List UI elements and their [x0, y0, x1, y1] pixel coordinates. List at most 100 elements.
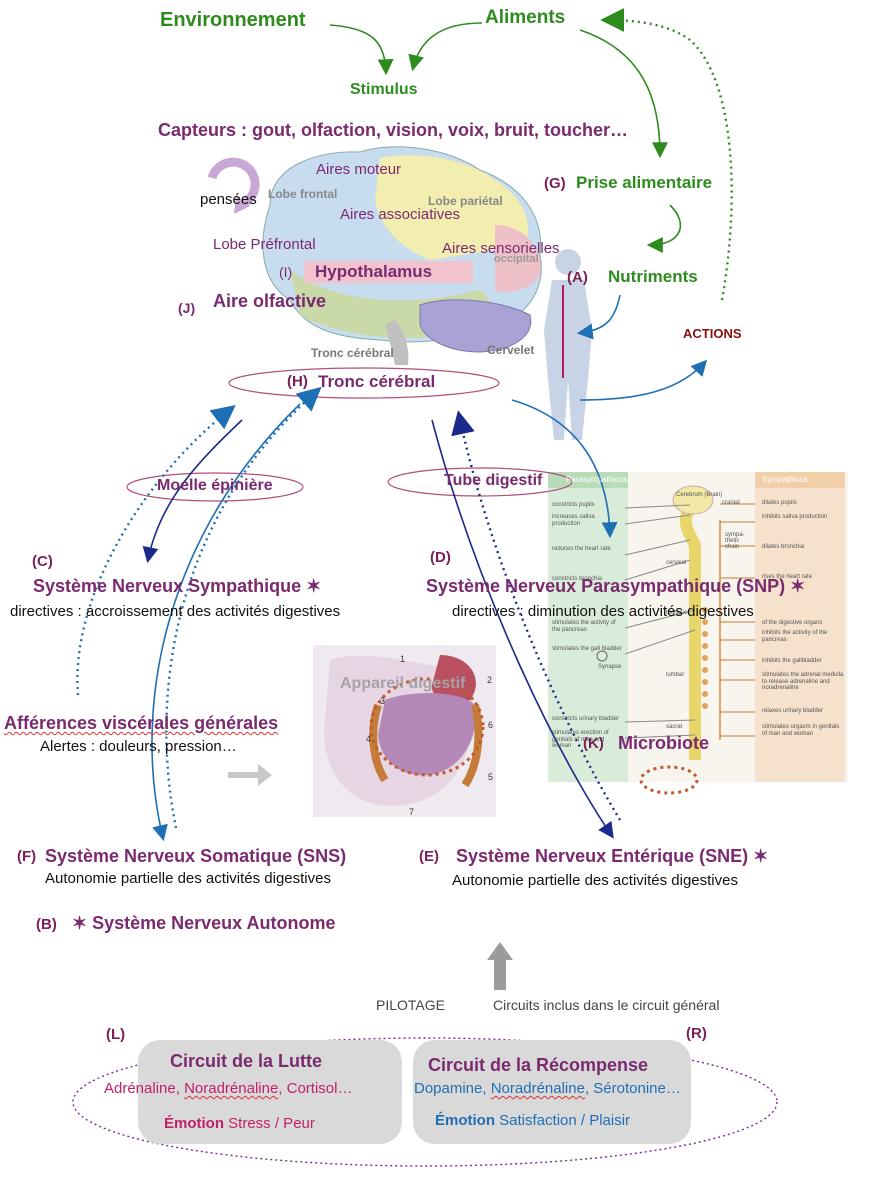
nervous-system-chart	[548, 472, 848, 782]
microbiote-label: Microbiote	[618, 733, 710, 753]
pilotage-label: PILOTAGE	[376, 997, 445, 1013]
lutte-hormones: Adrénaline, Noradrénaline, Cortisol…	[104, 1081, 352, 1096]
cervical-label: cervical	[666, 560, 687, 566]
somatique-letter: (F)	[17, 848, 37, 865]
arrow-afferences-tronc	[76, 405, 236, 696]
chart-right-item: relaxes urinary bladder	[762, 708, 824, 714]
recompense-emotion-label: Émotion	[435, 1112, 495, 1129]
brain-illustration	[207, 146, 542, 365]
aires-sensorielles-label: Aires sensorielles	[442, 240, 560, 257]
occipital-label: occipital	[494, 253, 539, 265]
circuit-lutte-box	[138, 1040, 402, 1144]
afferences-title-text: Afférences viscérales générales	[4, 713, 279, 733]
afferences-title: Afférences viscérales générales	[4, 714, 278, 732]
chart-right-item: rises the heart rate	[762, 574, 813, 580]
lutte-title: Circuit de la Lutte	[170, 1051, 323, 1071]
recompense-hormone-2: Noradrénaline	[490, 1080, 585, 1097]
chart-left-item: stimulates the activity of the pancreas	[552, 620, 616, 633]
lobe-parietal-label: Lobe pariétal	[428, 194, 503, 208]
lobe-prefrontal-label: Lobe Préfrontal	[213, 236, 316, 253]
appareil-num-6: 6	[488, 720, 494, 730]
tronc-cerebral-brain-label: Tronc cérébral	[311, 346, 394, 360]
appareil-digestif-label: Appareil digestif	[340, 675, 466, 692]
appareil-num-7: 7	[409, 807, 415, 817]
arrow-nutriments-body	[576, 294, 621, 340]
appareil-num-5: 5	[488, 772, 494, 782]
lutte-letter: (L)	[106, 1026, 126, 1043]
tronc-letter: (H)	[287, 373, 308, 390]
chart-right-item: inhibits saliva production	[762, 514, 828, 520]
autonome-letter: (B)	[36, 916, 57, 933]
lutte-emotion-desc: Stress / Peur	[228, 1115, 315, 1132]
arrow-prise-nutriments	[646, 204, 682, 253]
pilotage-desc: Circuits inclus dans le circuit général	[493, 997, 720, 1013]
tube-digestif-label: Tube digestif	[444, 472, 543, 489]
chart-right-item: inhibits the gallbladder	[762, 658, 822, 664]
arrow-env-stimulus	[329, 24, 394, 76]
sympathetic-chain-label: sympa- thetic chain	[725, 532, 745, 550]
sympathique-letter: (C)	[32, 553, 53, 570]
arrow-tronc-sympathique	[142, 419, 243, 564]
enterique-title: Système Nerveux Entérique (SNE) ✶	[456, 846, 769, 866]
lutte-hormone-2: Noradrénaline	[184, 1080, 279, 1097]
grey-arrow-right	[228, 764, 272, 786]
somatique-desc: Autonomie partielle des activités digest…	[45, 870, 331, 887]
chart-right-item: dilates bronchia	[762, 544, 805, 550]
hypothalamus-label: Hypothalamus	[315, 262, 433, 281]
chart-left-item: constricts pupils	[552, 502, 595, 508]
microbiote-circle	[639, 765, 699, 795]
tronc-cerebral-label: Tronc cérébral	[318, 372, 436, 391]
arrow-tronc-somatique	[151, 403, 301, 842]
somatique-title: Système Nerveux Somatique (SNS)	[45, 846, 347, 866]
sympathique-desc: directives : accroissement des activités…	[10, 603, 341, 620]
cerebrum-label: Cerebrum (Brain)	[676, 492, 723, 498]
parasympathicus-header: Parasympathicus	[566, 475, 628, 484]
lutte-emotion: Émotion Stress / Peur	[164, 1116, 315, 1131]
thoracic-label: thoracic	[666, 610, 688, 616]
digestive-system-image	[313, 645, 496, 817]
chart-right-item: stimulates the adrenal medulla to releas…	[762, 672, 844, 692]
capteurs-label: Capteurs : gout, olfaction, vision, voix…	[158, 120, 629, 140]
recompense-hormone-3: , Sérotonine…	[584, 1080, 681, 1097]
prise-letter: (G)	[544, 175, 566, 192]
stimulus-label: Stimulus	[350, 81, 418, 98]
arrow-actions-aliments	[600, 8, 733, 301]
lutte-emotion-label: Émotion	[164, 1115, 224, 1132]
lutte-hormone-1: Adrénaline,	[104, 1080, 185, 1097]
appareil-num-1: 1	[400, 654, 406, 664]
hypothalamus-letter: (I)	[279, 264, 293, 280]
prise-alimentaire-label: Prise alimentaire	[576, 173, 713, 192]
arrow-aliments-stimulus	[408, 22, 483, 72]
cervelet-label: Cervelet	[487, 343, 535, 357]
cycle-icon	[207, 157, 260, 214]
arrow-body-actions	[579, 359, 708, 401]
chart-left-item: constricts urinary bladder	[552, 716, 620, 722]
pensees-label: pensées	[200, 191, 257, 208]
recompense-letter: (R)	[686, 1025, 707, 1042]
grey-arrow-up	[487, 942, 513, 990]
autonome-title: ✶ Système Nerveux Autonome	[72, 913, 336, 933]
circuit-recompense-box	[413, 1040, 691, 1144]
aire-olfactive-letter: (J)	[178, 300, 196, 316]
appareil-num-3: 3	[380, 696, 386, 706]
synapse-label: Synapse	[598, 664, 622, 670]
chart-right-item: stimulates orgasm in genitals of man and…	[762, 724, 840, 737]
parasympathique-letter: (D)	[430, 549, 451, 566]
recompense-emotion-desc: Satisfaction / Plaisir	[499, 1112, 631, 1129]
aires-moteur-label: Aires moteur	[316, 161, 402, 178]
lumbar-label: lumbar	[666, 672, 685, 678]
arrow-tronc-enterique	[431, 419, 614, 839]
moelle-epiniere-label: Moelle épinière	[157, 477, 273, 494]
chart-right-item: of the digestive organs	[762, 620, 823, 626]
nutriments-letter: (A)	[567, 269, 588, 286]
aire-olfactive-label: Aire olfactive	[213, 291, 327, 311]
chart-left-item: stimulates the gall bladder	[552, 646, 622, 652]
tronc-cerebral-oval	[228, 367, 500, 399]
microbiote-letter: (K)	[583, 735, 604, 752]
chart-left-item: reduces the heart rate	[552, 546, 611, 552]
sympathicus-header: Sympathicus	[762, 475, 808, 484]
chart-left-item: stimulates erection of genitals of man a…	[552, 730, 609, 750]
aires-associatives-label: Aires associatives	[340, 206, 461, 223]
appareil-num-4: 4	[366, 734, 372, 744]
